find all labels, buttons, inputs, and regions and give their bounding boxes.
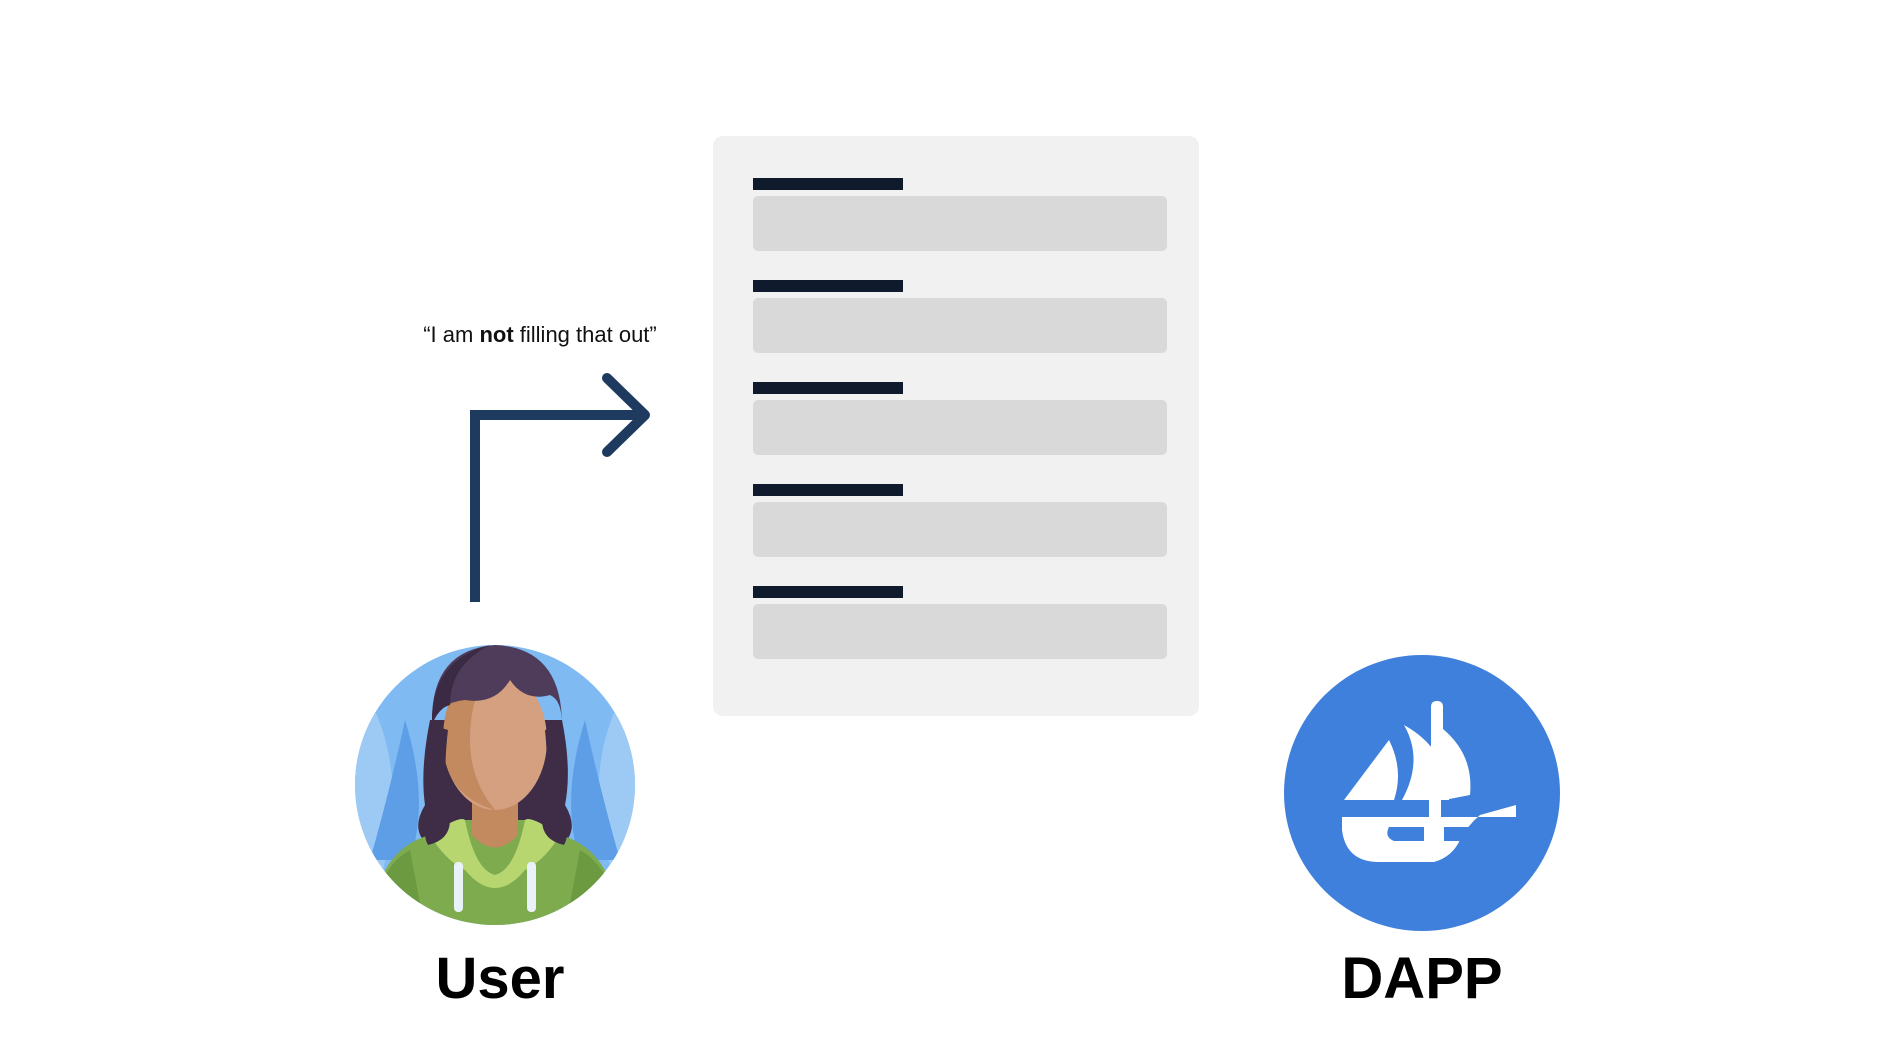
form-field-input[interactable] <box>753 196 1167 251</box>
form-field-2 <box>753 280 1167 353</box>
form-field-3 <box>753 382 1167 455</box>
quote-prefix: “I am <box>423 322 480 347</box>
sailboat-icon <box>1284 655 1560 931</box>
form-field-input[interactable] <box>753 604 1167 659</box>
form-field-label-bar <box>753 280 903 292</box>
arrow-shaft <box>470 410 640 602</box>
form-field-input[interactable] <box>753 502 1167 557</box>
quote-emphasis: not <box>479 322 514 347</box>
user-label: User <box>435 946 565 1011</box>
form-field-4 <box>753 484 1167 557</box>
form-field-1 <box>753 178 1167 251</box>
user-quote: “I am not filling that out” <box>380 322 700 348</box>
user-avatar-icon <box>355 645 635 925</box>
form-field-input[interactable] <box>753 400 1167 455</box>
arrow-head <box>602 373 650 457</box>
quote-suffix: filling that out” <box>513 322 657 347</box>
form-field-label-bar <box>753 382 903 394</box>
form-field-label-bar <box>753 178 903 190</box>
arrow-to-form <box>470 373 650 602</box>
dapp-label: DAPP <box>1341 946 1503 1011</box>
form-field-5 <box>753 586 1167 659</box>
form-card <box>713 136 1199 716</box>
dapp-logo <box>1284 655 1560 931</box>
form-field-input[interactable] <box>753 298 1167 353</box>
form-field-label-bar <box>753 586 903 598</box>
user-avatar <box>350 630 640 930</box>
form-field-label-bar <box>753 484 903 496</box>
